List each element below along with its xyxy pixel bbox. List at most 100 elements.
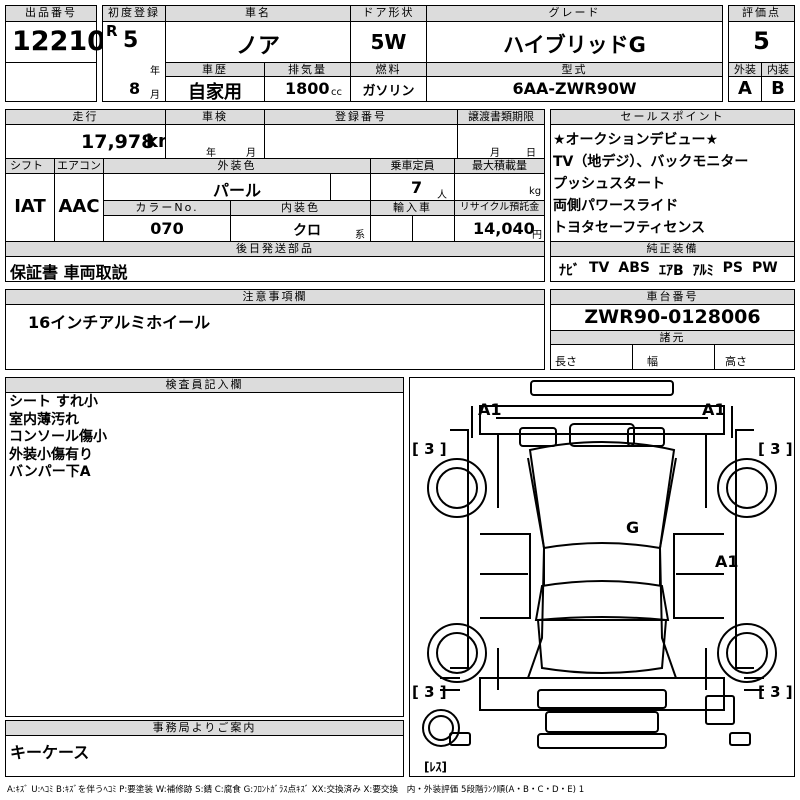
displacement-cell: 1800 cc <box>264 76 351 102</box>
equipment-item: ABS <box>618 260 650 276</box>
lot-no-blank <box>5 62 97 102</box>
equipment-item: TV <box>589 260 610 276</box>
office-cell: キーケース <box>5 735 404 777</box>
length-label: 長さ <box>555 355 577 368</box>
fuel-cell: ガソリン <box>350 76 427 102</box>
capacity-cell: 7 人 <box>370 173 455 201</box>
lot-no-cell: 12210 <box>5 21 106 63</box>
recycle-header: リサイクル預託金 <box>454 200 545 216</box>
transfer-day-unit: 日 <box>526 148 536 159</box>
import-header: 輸入車 <box>370 200 455 216</box>
displacement-unit: cc <box>331 87 342 98</box>
inspector-note: バンパー下A <box>9 464 91 480</box>
ext-color-divider <box>330 173 371 201</box>
capacity: 7 <box>411 178 423 197</box>
type-cell: 6AA-ZWR90W <box>426 76 723 102</box>
equipment-cell: ﾅﾋﾞ TV ABS ｴｱB ｱﾙﾐ PS PW <box>550 256 795 282</box>
sales-point-item: プッシュスタート <box>553 176 665 192</box>
first-reg-cell: R 5 年 8 月 <box>102 21 166 102</box>
damage-front-right: A1 <box>702 400 726 419</box>
later-parts-header: 後日発送部品 <box>5 241 545 257</box>
inspector-note: 外装小傷有り <box>9 446 93 463</box>
sales-points-header: セールスポイント <box>550 109 795 125</box>
grade-header: グレード <box>426 5 723 22</box>
inspector-note: コンソール傷小 <box>9 429 107 445</box>
inspector-note: 室内薄汚れ <box>9 411 79 428</box>
reg-no-header: 登録番号 <box>264 109 458 125</box>
aircon-cell: AAC <box>54 173 104 242</box>
capacity-unit: 人 <box>437 190 447 201</box>
fuel-header: 燃料 <box>350 62 427 77</box>
score: 5 <box>753 27 770 55</box>
recycle-cell: 14,040 円 <box>454 215 545 242</box>
damage-wheel-front-right: [ 3 ] <box>758 440 793 458</box>
displacement: 1800 <box>285 79 330 98</box>
inspector-header: 検査員記入欄 <box>5 377 404 393</box>
first-reg-month: 8 <box>129 79 141 98</box>
inspection-month-unit: 月 <box>246 148 256 159</box>
ext-color-header: 外装色 <box>103 158 371 174</box>
inspection-header: 車検 <box>165 109 265 125</box>
score-header: 評価点 <box>728 5 795 22</box>
color-no-cell: 070 <box>103 215 231 242</box>
width-cell: 幅 <box>632 344 715 370</box>
import-cell-2 <box>412 215 455 242</box>
first-reg-month-unit: 月 <box>150 90 160 101</box>
lot-no-header: 出品番号 <box>5 5 97 22</box>
type-header: 型式 <box>426 62 723 77</box>
history-header: 車歴 <box>165 62 265 77</box>
inspector-note: シート すれ小 <box>9 394 98 410</box>
shift-cell: IAT <box>5 173 55 242</box>
grade: ハイブリッドG <box>503 33 646 57</box>
notes: 16インチアルミホイール <box>28 313 211 332</box>
transfer-cell: 月 日 <box>457 124 545 159</box>
equipment-item: ﾅﾋﾞ <box>559 263 580 279</box>
width-label: 幅 <box>647 355 658 368</box>
sales-points-box: ★オークションデビュー★ TV（地デジ）、バックモニター プッシュスタート 両側… <box>550 124 795 242</box>
height-label: 高さ <box>725 355 747 368</box>
notes-header: 注意事項欄 <box>5 289 545 305</box>
equipment-item: PW <box>752 260 778 276</box>
reg-no-cell <box>264 124 458 159</box>
door-type: 5W <box>370 30 407 54</box>
transfer-month-unit: 月 <box>490 148 500 159</box>
first-reg-year: 5 <box>123 28 139 53</box>
office-header: 事務局よりご案内 <box>5 720 404 736</box>
color-no-header: カラーNo. <box>103 200 231 216</box>
recycle: 14,040 <box>473 219 535 238</box>
import-cell <box>370 215 413 242</box>
model-header: 車名 <box>165 5 351 22</box>
inspection-year-unit: 年 <box>206 148 216 159</box>
door-header: ドア形状 <box>350 5 427 22</box>
chassis-number: ZWR90-0128006 <box>584 306 761 328</box>
height-cell: 高さ <box>714 344 795 370</box>
capacity-header: 乗車定員 <box>370 158 455 174</box>
max-load-unit: kg <box>529 186 542 197</box>
exterior-score: A <box>738 78 752 99</box>
displacement-header: 排気量 <box>264 62 351 77</box>
grade-cell: ハイブリッドG <box>426 21 723 63</box>
exterior-header: 外装 <box>728 62 762 77</box>
model-cell: ノア <box>165 21 351 63</box>
score-cell: 5 <box>728 21 795 63</box>
mileage-header: 走行 <box>5 109 166 125</box>
color-no: 070 <box>150 219 184 238</box>
sales-point-item: ★オークションデビュー★ <box>553 132 719 148</box>
damage-wheel-front-left: [ 3 ] <box>412 440 447 458</box>
recycle-unit: 円 <box>532 230 542 241</box>
equipment-header: 純正装備 <box>550 241 795 257</box>
mileage: 17,978 <box>81 131 155 153</box>
mileage-cell: 17,978 km <box>5 124 177 159</box>
shift-header: シフト <box>5 158 55 174</box>
spare-tire-label: [ﾚｽ] <box>424 760 447 774</box>
ext-color: パール <box>212 181 261 200</box>
length-cell: 長さ <box>550 344 633 370</box>
later-parts: 保証書 車両取説 <box>10 263 128 282</box>
fuel: ガソリン <box>362 84 415 99</box>
history: 自家用 <box>188 82 242 103</box>
notes-cell: 16インチアルミホイール <box>5 304 545 370</box>
first-reg-header: 初度登録 <box>102 5 166 22</box>
lot-no: 12210 <box>12 26 106 57</box>
door-cell: 5W <box>350 21 427 63</box>
equipment-list: ﾅﾋﾞ TV ABS ｴｱB ｱﾙﾐ PS PW <box>559 260 778 280</box>
